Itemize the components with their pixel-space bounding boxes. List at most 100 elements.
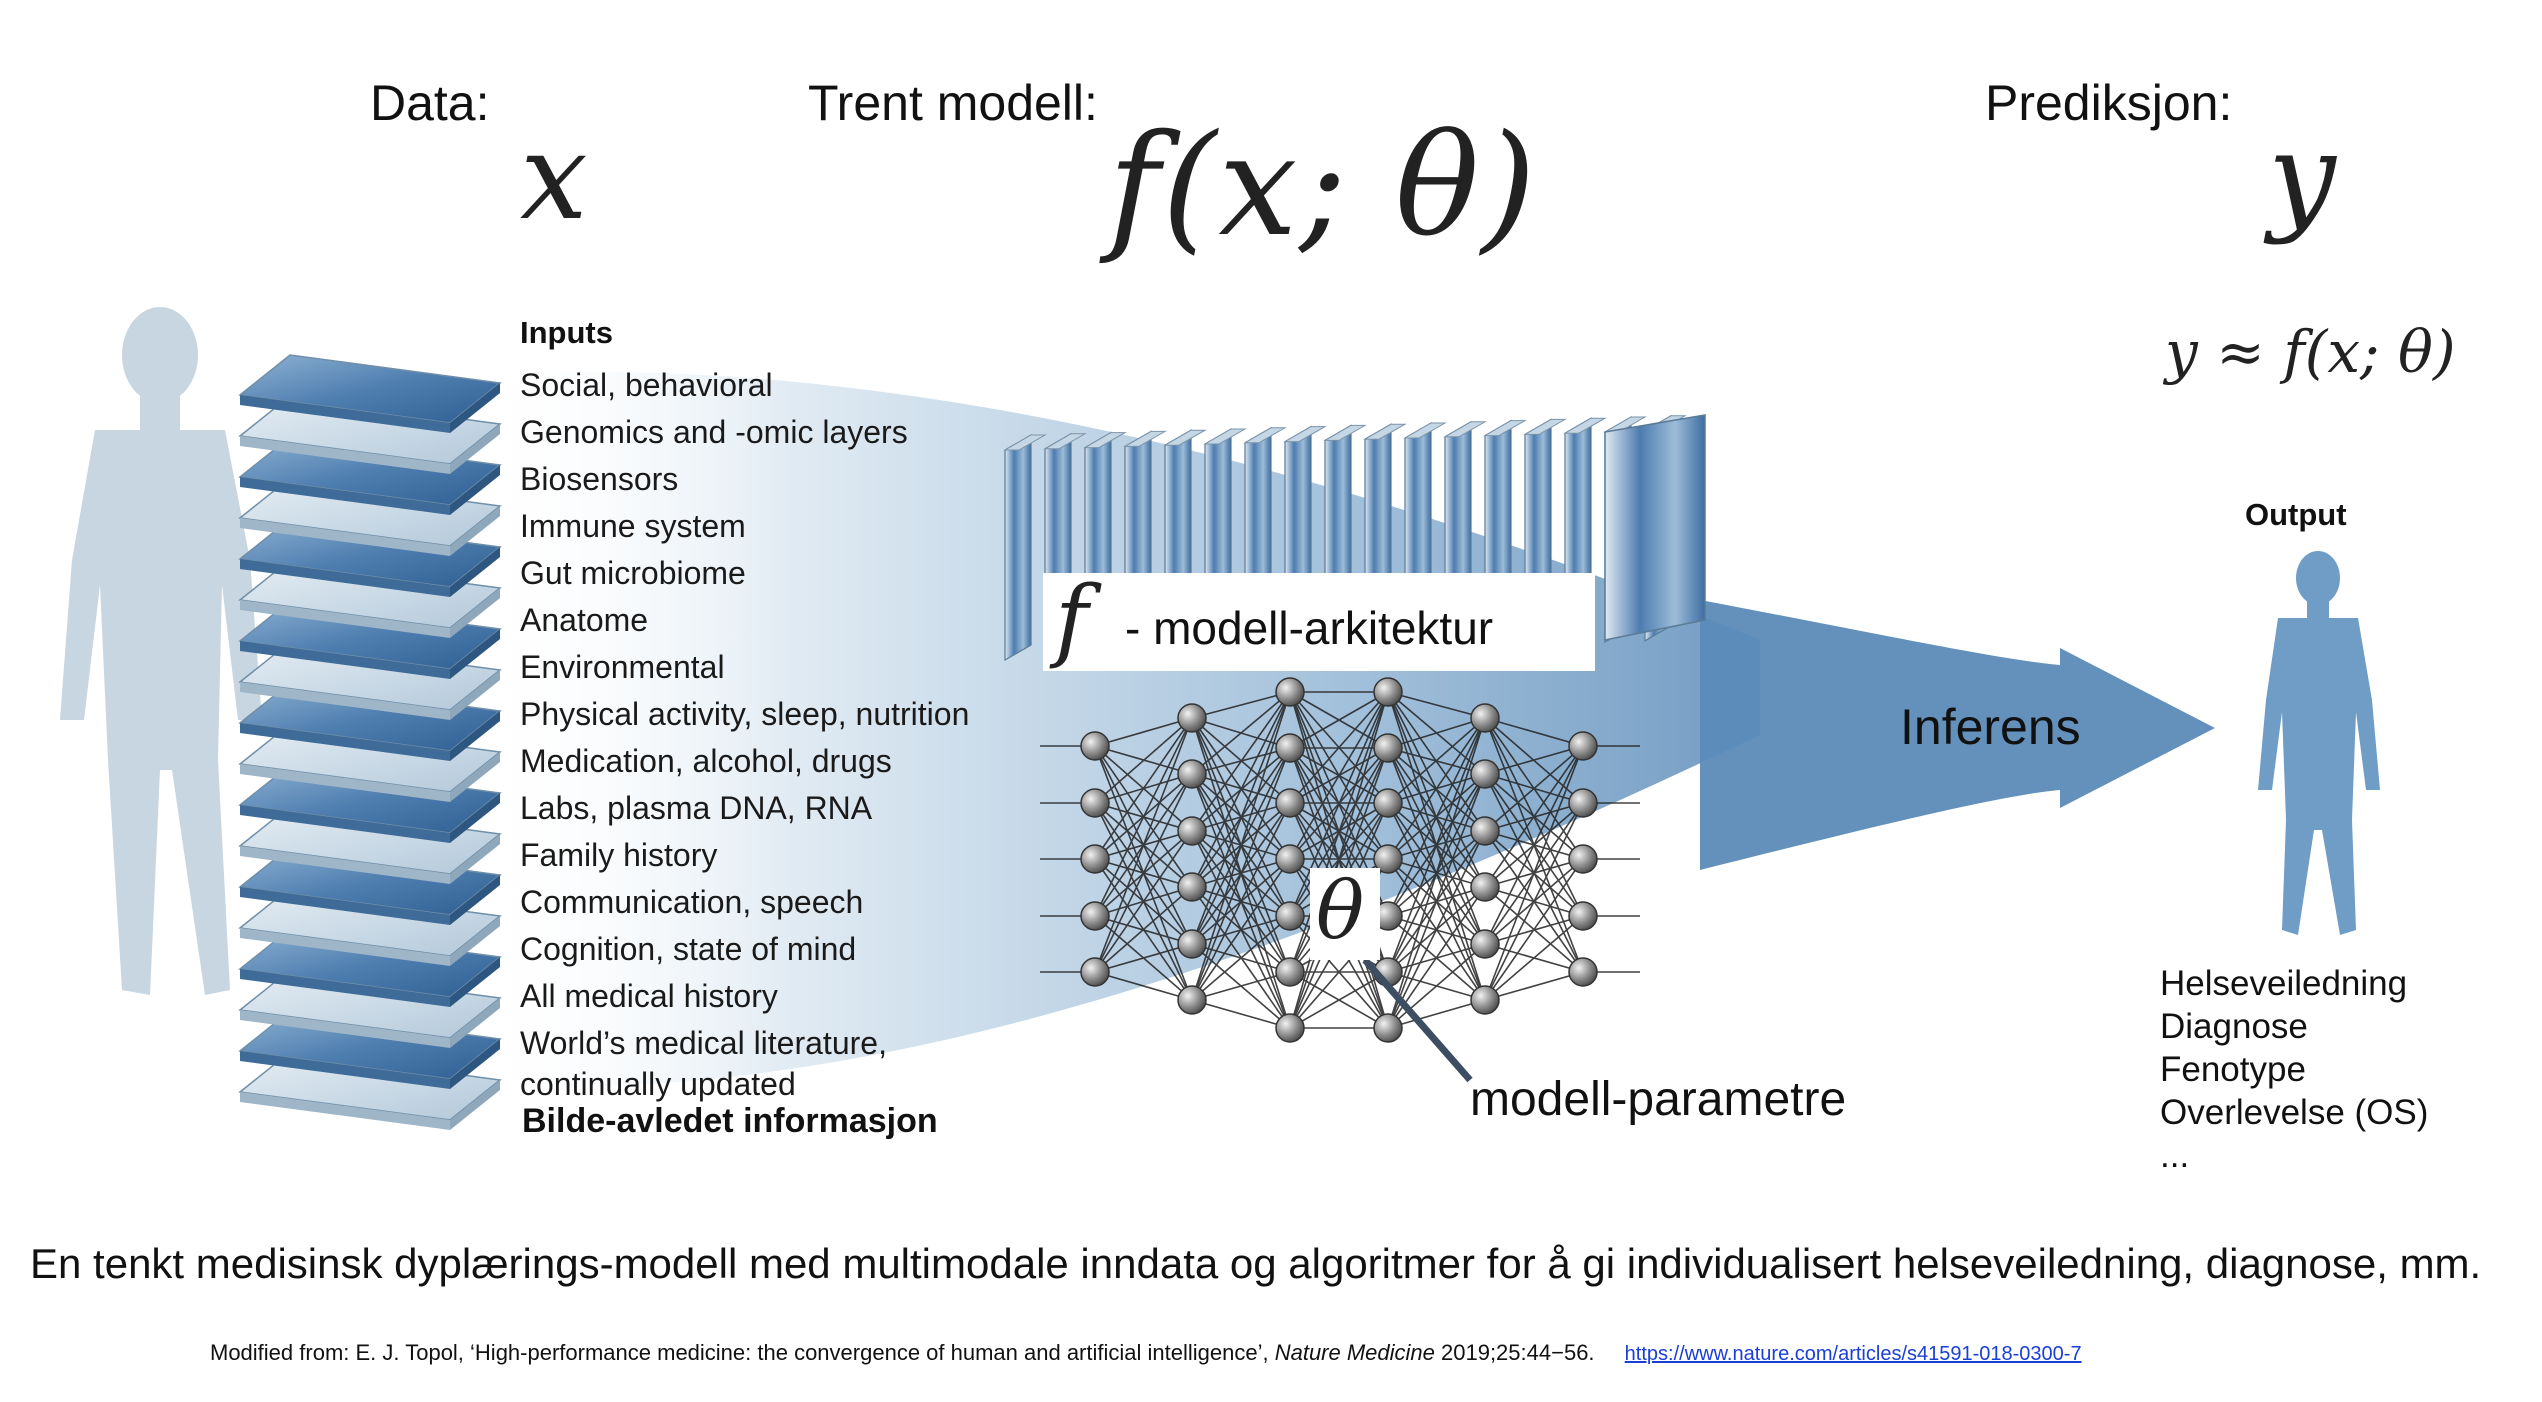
network-node <box>1177 703 1207 733</box>
network-node <box>1275 677 1305 707</box>
network-edge <box>1387 717 1486 860</box>
network-edge <box>1484 745 1584 945</box>
inference-arrow <box>1700 600 2215 870</box>
network-edge <box>1387 717 1486 1029</box>
architecture-panel-front <box>1604 414 1706 641</box>
network-node <box>1568 788 1598 818</box>
input-item: Environmental <box>520 649 725 685</box>
network-node <box>1568 957 1598 987</box>
inference-flow-band <box>470 371 1760 1088</box>
network-edge <box>1094 971 1193 1001</box>
input-item: All medical history <box>520 978 778 1014</box>
network-edge <box>1484 971 1584 1001</box>
network-node <box>1080 844 1110 874</box>
network-node <box>1177 816 1207 846</box>
f-symbol: f <box>1055 567 1089 672</box>
output-item: Overlevelse (OS) <box>2160 1093 2429 1132</box>
network-edge <box>1094 830 1193 973</box>
theta-symbol: θ <box>1316 864 1365 957</box>
credit-suffix: 2019;25:44−56. <box>1434 1340 1595 1365</box>
network-edge <box>1484 745 1584 888</box>
network-node <box>1177 872 1207 902</box>
network-edge <box>1191 691 1291 888</box>
network-edge <box>1094 943 1193 973</box>
network-node <box>1275 1013 1305 1043</box>
network-node <box>1568 844 1598 874</box>
input-item: Family history <box>520 837 718 873</box>
network-node <box>1275 844 1305 874</box>
network-edge <box>1094 717 1193 860</box>
network-edge <box>1484 717 1584 747</box>
network-node <box>1080 788 1110 818</box>
network-node <box>1177 985 1207 1015</box>
network-node <box>1373 844 1403 874</box>
input-item: continually updated <box>520 1066 796 1102</box>
output-item: Diagnose <box>2160 1007 2308 1046</box>
output-item: Helseveiledning <box>2160 964 2408 1003</box>
input-item: Social, behavioral <box>520 367 773 403</box>
network-edge <box>1094 886 1193 973</box>
network-edge <box>1484 745 1584 775</box>
network-edge <box>1289 691 1389 917</box>
network-edges <box>1040 691 1640 1029</box>
network-edge <box>1094 717 1193 917</box>
network-node <box>1470 703 1500 733</box>
image-derived-information: Bilde-avledet informasjon <box>522 1102 938 1140</box>
network-edge <box>1191 971 1291 1001</box>
model-function-expression: f(x; θ) <box>1108 105 1538 268</box>
input-slab <box>238 354 502 433</box>
input-item: Medication, alcohol, drugs <box>520 743 892 779</box>
input-data-stack <box>238 354 502 1130</box>
network-node <box>1080 957 1110 987</box>
input-item: Genomics and -omic layers <box>520 414 908 450</box>
architecture-panel <box>1003 433 1047 662</box>
network-edge <box>1387 717 1486 973</box>
network-edge <box>1191 802 1291 1001</box>
network-edge <box>1484 745 1584 832</box>
architecture-label: - modell-arkitektur <box>1125 602 1494 654</box>
inputs-title: Inputs <box>520 315 613 350</box>
output-human-silhouette <box>2258 551 2380 935</box>
x-symbol: x <box>520 108 588 247</box>
network-edge <box>1094 717 1193 973</box>
network-edge <box>1387 717 1486 804</box>
network-edge <box>1289 971 1389 1029</box>
input-item: World’s medical literature, <box>520 1025 887 1061</box>
figure-caption: En tenkt medisinsk dyplærings-modell med… <box>30 1240 2482 1287</box>
network-node <box>1080 901 1110 931</box>
source-link[interactable]: https://www.nature.com/articles/s41591-0… <box>1624 1343 2082 1365</box>
network-edge <box>1191 915 1291 1001</box>
y-symbol: y <box>2268 108 2336 247</box>
output-title: Output <box>2245 497 2347 532</box>
network-nodes <box>1080 677 1598 1043</box>
inference-label: Inferens <box>1900 699 2081 755</box>
output-item: ... <box>2160 1136 2190 1175</box>
network-edge <box>1191 999 1291 1029</box>
network-node <box>1568 901 1598 931</box>
network-edge <box>1094 717 1193 747</box>
data-header: Data: <box>370 75 490 131</box>
network-edge <box>1191 691 1291 1001</box>
network-edge <box>1484 858 1584 1001</box>
network-edge <box>1484 915 1584 1001</box>
credit-journal: Nature Medicine <box>1274 1340 1435 1365</box>
network-edge <box>1387 773 1486 1029</box>
network-node <box>1373 677 1403 707</box>
network-edge <box>1387 691 1486 719</box>
network-edge <box>1484 745 1584 1001</box>
approximation-relation: y ≈ f(x; θ) <box>2165 318 2456 386</box>
input-item: Labs, plasma DNA, RNA <box>520 790 873 826</box>
input-human-silhouette <box>60 307 262 995</box>
input-item: Biosensors <box>520 461 679 497</box>
network-node <box>1373 788 1403 818</box>
network-edge <box>1387 943 1486 1029</box>
input-item: Communication, speech <box>520 884 864 920</box>
network-edge <box>1387 717 1486 917</box>
input-item: Immune system <box>520 508 746 544</box>
network-node <box>1275 733 1305 763</box>
network-node <box>1373 733 1403 763</box>
network-edge <box>1387 830 1486 1029</box>
network-edge <box>1484 802 1584 1001</box>
network-edge <box>1289 691 1389 749</box>
